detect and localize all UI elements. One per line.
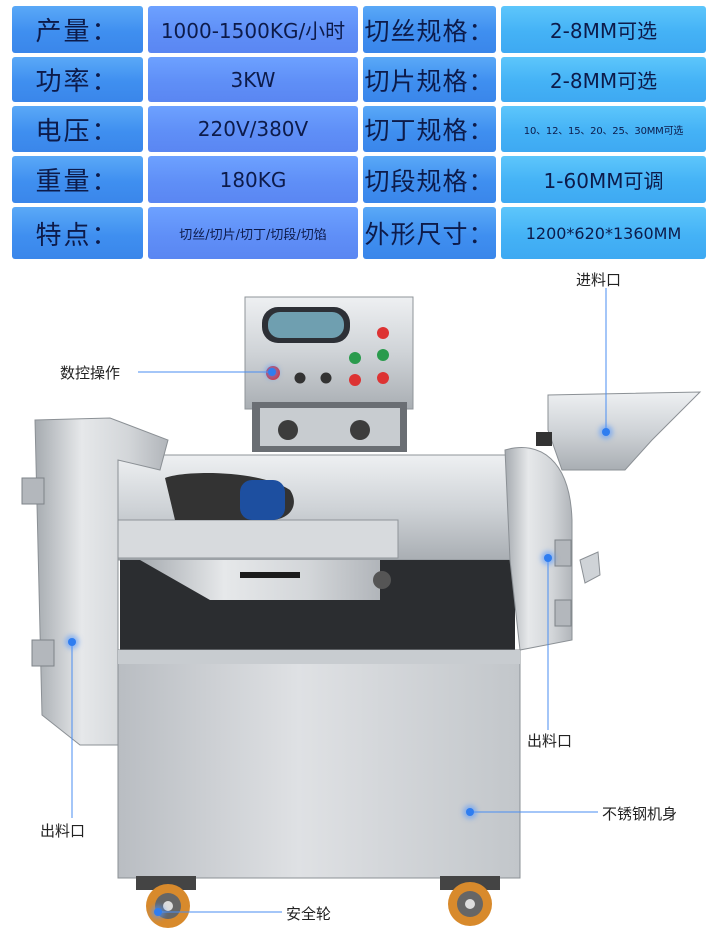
spec-label-output: 产量： bbox=[12, 6, 143, 53]
spec-value-shred: 2-8MM可选 bbox=[501, 6, 706, 53]
spec-label-slice: 切片规格： bbox=[363, 57, 496, 102]
spec-value-power: 3KW bbox=[148, 57, 358, 102]
spec-value-segment: 1-60MM可调 bbox=[501, 156, 706, 203]
callout-dot-feed bbox=[602, 428, 610, 436]
spec-value-output: 1000-1500KG/小时 bbox=[148, 6, 358, 53]
control-panel bbox=[244, 296, 414, 452]
callout-wheel: 安全轮 bbox=[286, 905, 332, 923]
spec-label-feature: 特点： bbox=[12, 207, 143, 259]
spec-label-dice: 切丁规格： bbox=[363, 106, 496, 152]
callout-body: 不锈钢机身 bbox=[602, 805, 678, 823]
right-wheel bbox=[440, 876, 500, 926]
left-wheel bbox=[136, 876, 196, 928]
callout-outlet-right: 出料口 bbox=[527, 732, 573, 750]
spec-value-slice: 2-8MM可选 bbox=[501, 57, 706, 102]
spec-label-shred: 切丝规格： bbox=[363, 6, 496, 53]
callout-control-panel: 数控操作 bbox=[60, 364, 121, 382]
spec-label-voltage: 电压： bbox=[12, 106, 143, 152]
spec-value-weight: 180KG bbox=[148, 156, 358, 203]
spec-value-dimension: 1200*620*1360MM bbox=[501, 207, 706, 259]
spec-table: 产量： 1000-1500KG/小时 切丝规格： 2-8MM可选 功率： 3KW… bbox=[12, 6, 706, 259]
spec-value-dice: 10、12、15、20、25、30MM可选 bbox=[501, 106, 706, 152]
callout-outlet-left: 出料口 bbox=[40, 822, 86, 840]
spec-label-segment: 切段规格： bbox=[363, 156, 496, 203]
machine-illustration: 数控操作 进料口 出料口 出料口 不锈钢机身 安全轮 bbox=[0, 265, 720, 937]
callout-dot-control bbox=[268, 368, 276, 376]
callout-dot-body bbox=[466, 808, 474, 816]
spec-label-power: 功率： bbox=[12, 57, 143, 102]
callout-dot-outlet-right bbox=[544, 554, 552, 562]
spec-value-feature: 切丝/切片/切丁/切段/切馅 bbox=[148, 207, 358, 259]
spec-label-dimension: 外形尺寸： bbox=[363, 207, 496, 259]
spec-value-voltage: 220V/380V bbox=[148, 106, 358, 152]
callout-dot-wheel bbox=[154, 908, 162, 916]
vegetable-cutter-machine-image bbox=[21, 288, 702, 928]
spec-label-weight: 重量： bbox=[12, 156, 143, 203]
callout-feed-inlet: 进料口 bbox=[576, 271, 622, 289]
callout-dot-outlet-left bbox=[68, 638, 76, 646]
